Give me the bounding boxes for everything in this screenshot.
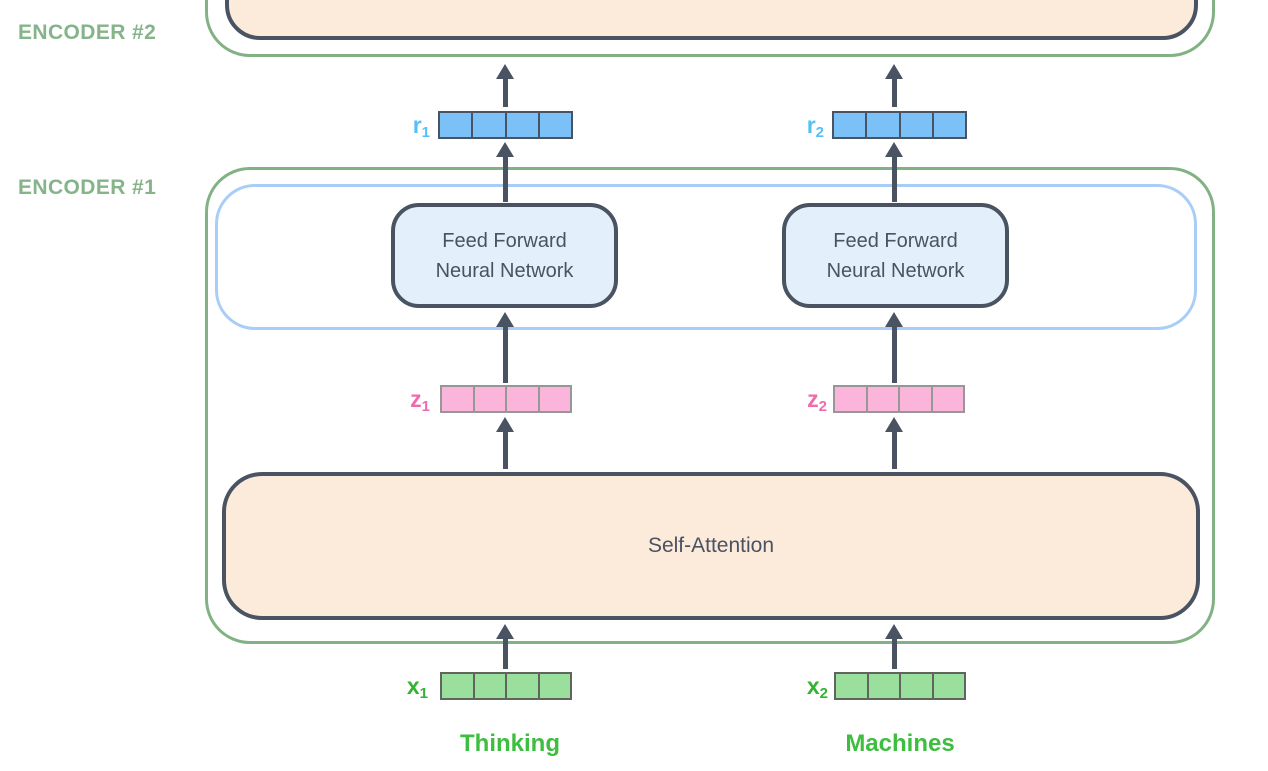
feed-forward-layer-container: [215, 184, 1197, 330]
vector-label-r1: r1: [385, 111, 430, 141]
vector-cell: [473, 113, 507, 137]
arrowhead: [885, 142, 903, 157]
vector-cell: [507, 387, 540, 411]
arrowhead: [885, 417, 903, 432]
vector-cell: [474, 387, 507, 411]
label-base: z: [807, 386, 819, 412]
up-arrow-ffnn2-to-r2: [885, 142, 903, 202]
arrow-shaft: [502, 639, 508, 669]
up-arrow-ffnn1-to-r1: [496, 142, 514, 202]
vector-cell: [900, 113, 934, 137]
vector-x1: [440, 672, 572, 700]
arrowhead: [885, 312, 903, 327]
vector-label-r2: r2: [779, 111, 824, 141]
self-attention-label: Self-Attention: [647, 534, 775, 557]
vector-x2: [834, 672, 966, 700]
vector-cell: [507, 674, 540, 698]
vector-cell: [539, 113, 571, 137]
self-attention-box: Self-Attention: [222, 472, 1200, 620]
encoder2-bottom-block: [225, 0, 1198, 40]
encoder1-box: [205, 167, 1215, 644]
label-subscript: 1: [421, 124, 430, 141]
arrow-shaft: [891, 79, 897, 107]
input-word-machines: Machines: [845, 730, 955, 757]
arrow-shaft: [502, 432, 508, 469]
vector-cell: [834, 113, 868, 137]
up-arrow-selfattn-to-z2: [885, 417, 903, 469]
vector-cell: [901, 674, 934, 698]
ffnn-text-line1: Feed Forward: [833, 229, 958, 252]
up-arrow-z1-to-ffnn1: [496, 312, 514, 383]
vector-cell: [932, 387, 963, 411]
up-arrow-z2-to-ffnn2: [885, 312, 903, 383]
feed-forward-box-1: Feed Forward Neural Network: [391, 203, 618, 308]
up-arrow-selfattn-to-z1: [496, 417, 514, 469]
label-base: z: [410, 386, 422, 412]
arrow-shaft: [891, 639, 897, 669]
arrowhead: [496, 624, 514, 639]
arrow-shaft: [502, 157, 508, 202]
arrow-shaft: [891, 432, 897, 469]
vector-cell: [836, 674, 869, 698]
vector-cell: [900, 387, 933, 411]
vector-cell: [933, 113, 965, 137]
vector-cell: [539, 387, 570, 411]
vector-label-x2: x2: [783, 672, 828, 702]
arrowhead: [885, 64, 903, 79]
ffnn-text-line2: Neural Network: [435, 259, 574, 282]
vector-cell: [868, 674, 901, 698]
vector-z2: [833, 385, 965, 413]
ffnn-text-line2: Neural Network: [826, 259, 965, 282]
encoder2-label: ENCODER #2: [18, 21, 157, 44]
arrow-shaft: [502, 327, 508, 383]
label-base: r: [806, 112, 816, 138]
arrow-shaft: [891, 327, 897, 383]
arrow-shaft: [891, 157, 897, 202]
vector-z1: [440, 385, 572, 413]
arrowhead: [496, 417, 514, 432]
arrow-shaft: [502, 79, 508, 107]
vector-cell: [835, 387, 868, 411]
arrowhead: [496, 142, 514, 157]
label-subscript: 2: [815, 124, 824, 141]
encoder1-label: ENCODER #1: [18, 176, 157, 199]
label-base: r: [412, 112, 422, 138]
vector-label-x1: x1: [383, 672, 428, 702]
arrowhead: [885, 624, 903, 639]
vector-r2: [832, 111, 967, 139]
vector-cell: [933, 674, 964, 698]
vector-cell: [867, 387, 900, 411]
vector-cell: [442, 387, 475, 411]
label-base: x: [806, 673, 820, 699]
vector-label-z2: z2: [782, 385, 827, 415]
vector-label-z1: z1: [385, 385, 430, 415]
vector-cell: [474, 674, 507, 698]
vector-cell: [442, 674, 475, 698]
feed-forward-box-2: Feed Forward Neural Network: [782, 203, 1009, 308]
ffnn-text-line1: Feed Forward: [442, 229, 567, 252]
up-arrow-r1-to-encoder2: [496, 64, 514, 107]
label-subscript: 2: [818, 398, 827, 415]
up-arrow-x1-to-selfattn: [496, 624, 514, 669]
up-arrow-r2-to-encoder2: [885, 64, 903, 107]
up-arrow-x2-to-selfattn: [885, 624, 903, 669]
vector-cell: [867, 113, 901, 137]
vector-cell: [506, 113, 540, 137]
vector-r1: [438, 111, 573, 139]
arrowhead: [496, 312, 514, 327]
label-subscript: 1: [421, 398, 430, 415]
label-subscript: 2: [819, 685, 828, 702]
label-subscript: 1: [419, 685, 428, 702]
input-word-thinking: Thinking: [460, 730, 560, 757]
arrowhead: [496, 64, 514, 79]
label-base: x: [406, 673, 420, 699]
vector-cell: [440, 113, 474, 137]
vector-cell: [539, 674, 570, 698]
